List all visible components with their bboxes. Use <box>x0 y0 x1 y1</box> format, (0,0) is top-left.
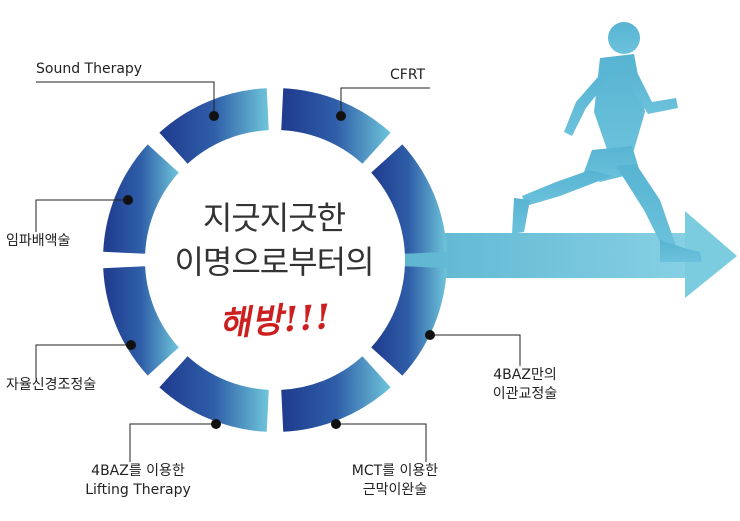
arrow-icon <box>405 211 737 298</box>
ring-segment <box>159 88 269 164</box>
center-title-line-1: 지긋지긋한 <box>202 199 346 237</box>
connectors <box>35 81 521 462</box>
label-sound-therapy: Sound Therapy <box>36 61 143 77</box>
connector-line <box>430 334 521 366</box>
label-jayul: 자율신경조정술 <box>6 377 97 393</box>
connector-line <box>336 423 427 462</box>
connector-line <box>35 199 128 232</box>
dot-icon <box>209 111 219 121</box>
connector-line <box>35 344 131 378</box>
dot-icon <box>336 111 346 121</box>
label-impa: 임파배액술 <box>6 233 71 249</box>
ring-segment <box>281 88 391 164</box>
dot-icon <box>425 330 435 340</box>
dot-icon <box>123 195 133 205</box>
ring-segment <box>103 144 179 254</box>
center-title-line-2: 이명으로부터의 <box>174 243 374 281</box>
highlight-text: 해방!!! <box>217 297 333 345</box>
connector-line <box>340 87 430 116</box>
ring-segment <box>371 266 447 376</box>
center-title: 지긋지긋한 이명으로부터의 <box>130 196 418 284</box>
label-4baz-lifting: 4BAZ를 이용한 Lifting Therapy <box>85 463 191 498</box>
connector-line <box>129 423 216 462</box>
ring-segment <box>371 144 447 254</box>
ring-segment <box>159 356 269 432</box>
dot-icon <box>331 419 341 429</box>
ring-segment <box>281 356 391 432</box>
cycle-ring <box>103 88 447 432</box>
ring-segment <box>103 266 179 376</box>
runner-icon <box>512 22 702 262</box>
connector-line <box>36 81 215 116</box>
label-4baz-joint: 4BAZ만의 이관교정술 <box>492 367 558 402</box>
label-mct: MCT를 이용한 근막이완술 <box>351 463 439 498</box>
label-cfrt: CFRT <box>390 67 426 83</box>
dot-icon <box>126 340 136 350</box>
dot-icon <box>211 419 221 429</box>
